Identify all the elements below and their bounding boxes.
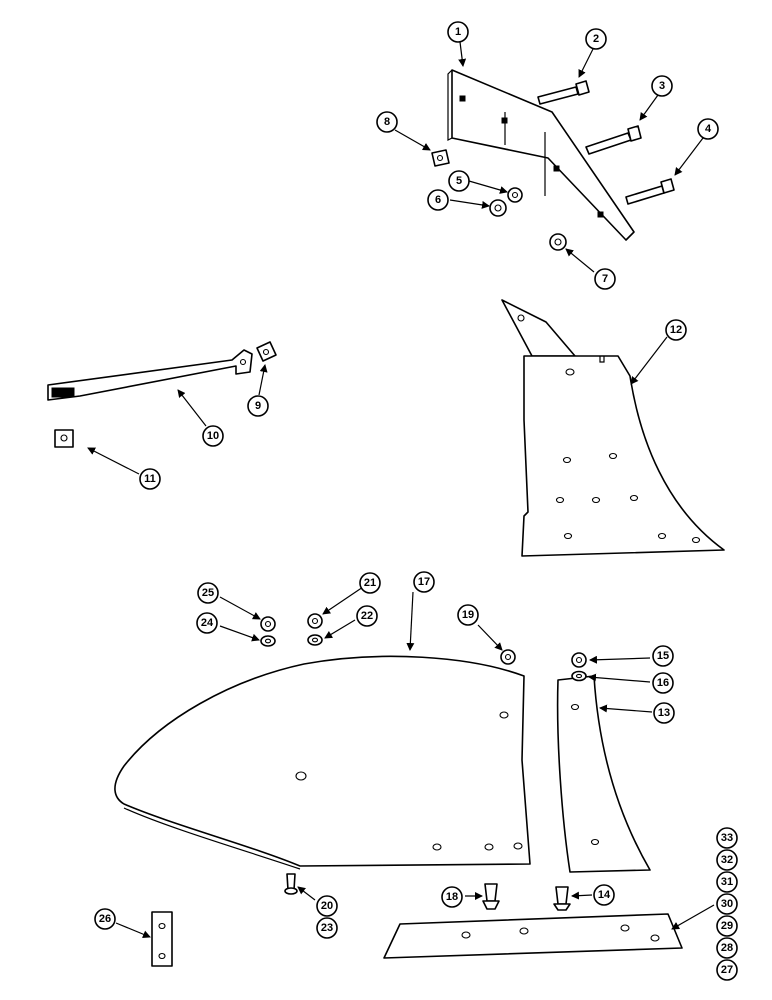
svg-text:31: 31 bbox=[721, 876, 733, 888]
part-24-washer bbox=[260, 635, 276, 647]
part-8-square-washer bbox=[431, 149, 450, 167]
callout-6: 6 bbox=[427, 189, 449, 211]
svg-text:27: 27 bbox=[721, 964, 733, 976]
callout-18: 18 bbox=[441, 886, 463, 908]
svg-text:20: 20 bbox=[321, 900, 333, 912]
callout-7: 7 bbox=[594, 268, 616, 290]
svg-text:32: 32 bbox=[721, 854, 733, 866]
callout-26: 26 bbox=[94, 908, 116, 930]
callout-25: 25 bbox=[197, 582, 219, 604]
part-10-brace bbox=[47, 349, 253, 401]
callout-23: 23 bbox=[316, 917, 338, 939]
svg-text:26: 26 bbox=[99, 913, 111, 925]
svg-text:33: 33 bbox=[721, 832, 733, 844]
callout-29: 29 bbox=[716, 915, 738, 937]
callout-19: 19 bbox=[457, 604, 479, 626]
svg-text:7: 7 bbox=[602, 273, 608, 285]
callout-24: 24 bbox=[196, 612, 218, 634]
svg-text:17: 17 bbox=[418, 576, 430, 588]
part-22-washer bbox=[307, 634, 323, 646]
svg-text:5: 5 bbox=[456, 175, 462, 187]
svg-text:16: 16 bbox=[657, 677, 669, 689]
svg-text:14: 14 bbox=[598, 889, 611, 901]
svg-text:13: 13 bbox=[658, 707, 670, 719]
callout-33: 33 bbox=[716, 827, 738, 849]
svg-text:4: 4 bbox=[705, 123, 712, 135]
svg-text:11: 11 bbox=[144, 473, 156, 485]
part-11-square-washer bbox=[54, 429, 74, 448]
svg-text:8: 8 bbox=[384, 116, 390, 128]
svg-text:24: 24 bbox=[201, 617, 214, 629]
part-25-nut bbox=[260, 616, 276, 632]
svg-text:10: 10 bbox=[207, 430, 219, 442]
callout-9: 9 bbox=[247, 395, 269, 417]
callout-13: 13 bbox=[653, 702, 675, 724]
callout-15: 15 bbox=[652, 645, 674, 667]
part-14-plow-bolt bbox=[553, 886, 571, 911]
share-plate bbox=[383, 913, 683, 959]
part-19-nut bbox=[500, 649, 516, 665]
svg-text:29: 29 bbox=[721, 920, 733, 932]
svg-text:30: 30 bbox=[721, 898, 733, 910]
callout-28: 28 bbox=[716, 937, 738, 959]
svg-text:19: 19 bbox=[462, 609, 474, 621]
svg-text:18: 18 bbox=[446, 891, 458, 903]
callout-2: 2 bbox=[585, 28, 607, 50]
svg-text:21: 21 bbox=[364, 577, 376, 589]
part-12-frog bbox=[501, 299, 725, 557]
callout-14: 14 bbox=[593, 884, 615, 906]
part-1-plate bbox=[447, 69, 635, 241]
svg-text:12: 12 bbox=[670, 324, 682, 336]
svg-text:22: 22 bbox=[361, 610, 373, 622]
callout-12: 12 bbox=[665, 319, 687, 341]
callout-21: 21 bbox=[359, 572, 381, 594]
callout-27: 27 bbox=[716, 959, 738, 981]
callout-16: 16 bbox=[652, 672, 674, 694]
callout-20: 20 bbox=[316, 895, 338, 917]
svg-text:3: 3 bbox=[659, 80, 665, 92]
part-16-washer bbox=[571, 670, 587, 682]
svg-text:25: 25 bbox=[202, 587, 214, 599]
part-13-shin bbox=[556, 675, 651, 873]
part-17-moldboard bbox=[114, 655, 531, 870]
part-5-nut bbox=[507, 187, 523, 203]
callout-11: 11 bbox=[139, 468, 161, 490]
callout-3: 3 bbox=[651, 75, 673, 97]
part-9-square-washer bbox=[256, 341, 277, 362]
part-3-bolt bbox=[585, 125, 642, 155]
callout-31: 31 bbox=[716, 871, 738, 893]
callout-22: 22 bbox=[356, 605, 378, 627]
svg-text:23: 23 bbox=[321, 922, 333, 934]
svg-text:6: 6 bbox=[435, 194, 441, 206]
svg-text:2: 2 bbox=[593, 33, 599, 45]
callout-17: 17 bbox=[413, 571, 435, 593]
part-20-plow-bolt bbox=[284, 873, 298, 895]
callout-5: 5 bbox=[448, 170, 470, 192]
part-7-nut bbox=[549, 233, 567, 251]
part-21-nut bbox=[307, 613, 323, 629]
callout-30: 30 bbox=[716, 893, 738, 915]
part-2-bolt bbox=[537, 80, 590, 105]
svg-text:15: 15 bbox=[657, 650, 669, 662]
part-18-plow-bolt bbox=[482, 883, 500, 910]
callout-8: 8 bbox=[376, 111, 398, 133]
part-26-plate bbox=[151, 911, 173, 967]
svg-text:28: 28 bbox=[721, 942, 733, 954]
part-6-nut bbox=[489, 199, 507, 217]
callout-32: 32 bbox=[716, 849, 738, 871]
callout-10: 10 bbox=[202, 425, 224, 447]
part-4-bolt bbox=[625, 178, 675, 205]
leader-lines bbox=[87, 41, 715, 939]
svg-text:9: 9 bbox=[255, 400, 261, 412]
callout-1: 1 bbox=[447, 21, 469, 43]
callout-4: 4 bbox=[697, 118, 719, 140]
svg-text:1: 1 bbox=[455, 26, 461, 38]
part-15-nut bbox=[571, 652, 587, 668]
